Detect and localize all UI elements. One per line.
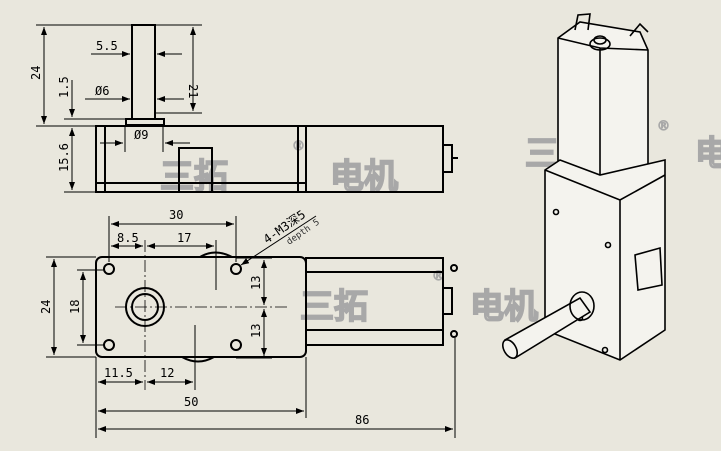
dim-edge-to-shaft: 11.5 — [104, 366, 133, 380]
dim-hole-pitch: 18 — [68, 300, 82, 314]
motor-endcap — [442, 144, 453, 173]
dim-half-lower: 13 — [249, 324, 263, 338]
bottom-view: 30 8.5 17 24 18 13 13 11.5 12 50 86 4-M3… — [39, 207, 458, 438]
dim-shaft-dia: Ø6 — [95, 84, 109, 98]
svg-text:电机: 电机 — [695, 134, 721, 174]
dim-shaft-to-edge: 17 — [177, 231, 191, 245]
svg-text:®: ® — [657, 119, 670, 134]
dim-flat: 5.5 — [96, 39, 118, 53]
dim-body-height: 15.6 — [57, 143, 71, 172]
svg-text:电机: 电机 — [470, 287, 538, 327]
dim-shaft-length: 21 — [186, 84, 200, 98]
gearbox-iso — [544, 158, 666, 361]
mount-holes — [103, 263, 242, 351]
front-view: 24 21 5.5 Ø6 1.5 Ø9 15.6 — [29, 24, 458, 193]
output-shaft — [131, 24, 156, 120]
dim-width: 24 — [39, 300, 53, 314]
dim-hole-to-shaft: 8.5 — [117, 231, 139, 245]
dim-gearbox-length: 50 — [184, 395, 198, 409]
svg-text:三拓: 三拓 — [300, 287, 368, 327]
dim-shaft-to-boss: 12 — [160, 366, 174, 380]
dim-hole-span: 30 — [169, 208, 183, 222]
dim-boss-dia: Ø9 — [134, 128, 148, 142]
dim-total-length: 86 — [355, 413, 369, 427]
shaft-flange — [125, 118, 165, 126]
dim-step: 1.5 — [57, 76, 71, 98]
svg-text:三拓: 三拓 — [160, 157, 228, 197]
dim-half-upper: 13 — [249, 276, 263, 290]
svg-text:电机: 电机 — [330, 157, 398, 197]
dim-total-height: 24 — [29, 66, 43, 80]
isometric-view — [501, 13, 666, 361]
gear-boss — [178, 147, 213, 193]
